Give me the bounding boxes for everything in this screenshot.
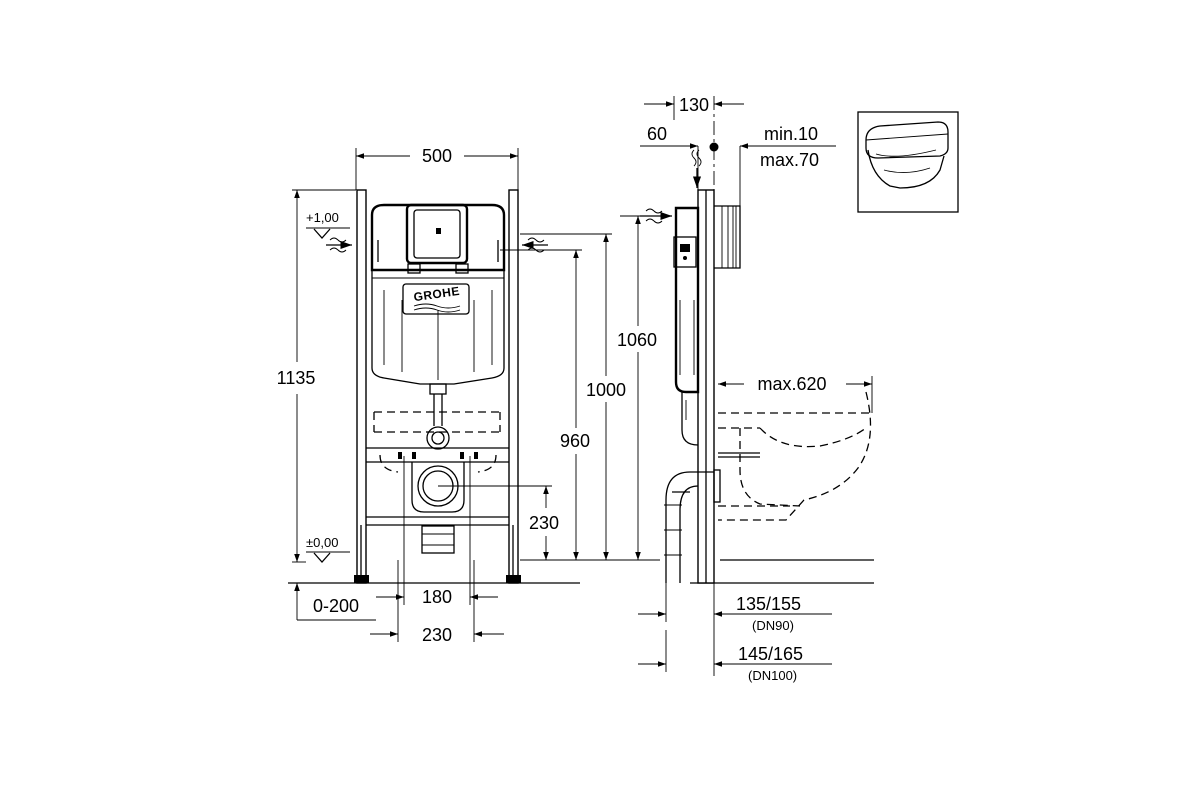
dim-inlet-height-label: 1060 [617,330,657,350]
flush-symbol-icon [691,149,702,188]
toilet-thumbnail [857,111,959,213]
dim-dn90: 135/155 (DN90) [638,583,832,676]
drain-side [664,469,721,583]
brand-badge: GROHE [402,283,470,315]
dim-frame-height: 1000 [520,233,626,560]
dim-drain-width: 230 [370,560,504,645]
dim-max-projection: max.620 [718,374,873,413]
bowl-outline-front [373,411,501,473]
dim-foot-adjust-label: 0-200 [313,596,359,616]
drain-front [411,462,465,554]
water-inlet-left-icon [326,237,352,253]
front-view: GROHE [277,146,670,645]
dim-drain-spacing: 180 [376,456,498,607]
level-bottom-label: ±0,00 [306,535,338,550]
level-marker-top: +1,00 [306,210,350,239]
dim-drain-height: 230 [438,485,559,560]
cistern: GROHE [370,203,506,385]
dim-outlet-height-label: 960 [560,431,590,451]
dim-foot-adjust: 0-200 [294,583,376,621]
water-inlet-side-icon [640,208,672,224]
dim-depth-top-label: 130 [679,95,709,115]
dim-dn90-sub-label: (DN90) [752,618,794,633]
bowl-outline-side [718,391,872,521]
brand-logo-text: GROHE [413,284,461,304]
dim-drain-width-label: 230 [422,625,452,645]
dim-dn100-label: 145/165 [738,644,803,664]
flush-plate [405,203,469,265]
frame-left-upright [354,189,369,584]
frame-right-upright [506,189,521,584]
dim-dn100-sub-label: (DN100) [748,668,797,683]
dim-depth-top: 130 [644,95,744,120]
dim-drain-spacing-label: 180 [422,587,452,607]
dim-offset: 60 [640,124,699,190]
flush-pipe [426,383,450,450]
dim-offset-label: 60 [647,124,667,144]
dim-total-height-label: 1135 [277,368,316,388]
dim-frame-height-label: 1000 [586,380,626,400]
side-view: 130 60 min.10 max.70 max.620 [638,95,874,683]
dim-wall-range: min.10 max.70 [739,124,836,206]
dim-drain-height-label: 230 [529,513,559,533]
dim-width: 500 [355,146,519,190]
frame-side [673,189,741,584]
lower-crossbar [366,447,509,526]
level-top-label: +1,00 [306,210,339,225]
level-marker-bottom: ±0,00 [306,535,350,563]
dim-wall-min-label: min.10 [764,124,818,144]
dim-wall-max-label: max.70 [760,150,819,170]
wall-hung-toilet-icon [865,121,949,189]
dim-width-label: 500 [422,146,452,166]
dim-max-projection-label: max.620 [757,374,826,394]
dim-dn90-label: 135/155 [736,594,801,614]
dim-outlet-height: 960 [500,249,590,560]
dim-total-height: 1135 [277,189,356,563]
dim-dn100: 145/165 (DN100) [638,630,832,683]
